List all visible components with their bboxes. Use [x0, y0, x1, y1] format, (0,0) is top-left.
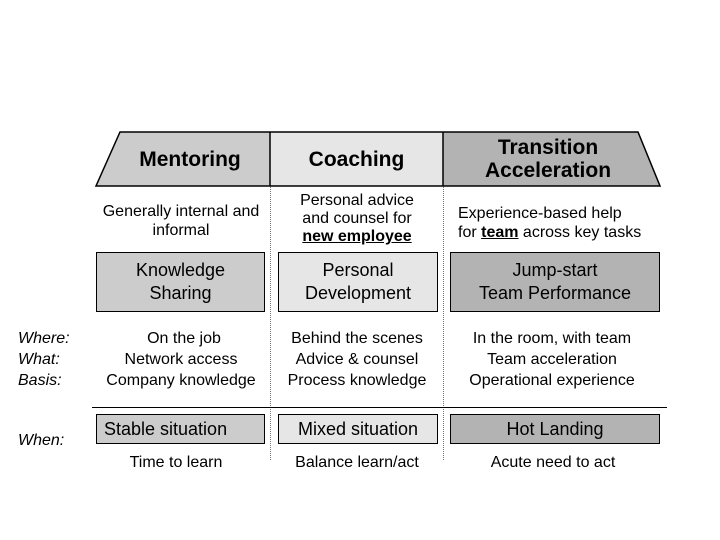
- header-transition-line1: Transition: [497, 136, 599, 159]
- coaching-description-line2: and counsel for: [302, 210, 412, 227]
- header-outline: [94, 131, 662, 187]
- mentoring-where: On the job: [147, 330, 221, 347]
- column-divider: [270, 187, 271, 460]
- coaching-what: Advice & counsel: [295, 351, 419, 368]
- transition-situation-box: Hot Landing: [450, 414, 660, 444]
- label-what: What:: [18, 351, 60, 368]
- coaching-situation-box: Mixed situation: [278, 414, 438, 444]
- section-divider-line: [92, 407, 667, 408]
- header-coaching: Coaching: [308, 147, 405, 171]
- header-mentoring: Mentoring: [139, 147, 241, 171]
- coaching-basis: Process knowledge: [287, 372, 427, 389]
- coaching-where: Behind the scenes: [291, 330, 423, 347]
- coaching-need: Balance learn/act: [295, 454, 419, 471]
- transition-description-line1: Experience-based help: [458, 205, 622, 222]
- mentoring-need: Time to learn: [129, 454, 223, 471]
- transition-need: Acute need to act: [490, 454, 616, 471]
- transition-basis: Operational experience: [469, 372, 635, 389]
- label-basis: Basis:: [18, 372, 62, 389]
- coaching-description: Personal advice and counsel for new empl…: [272, 192, 442, 246]
- label-where: Where:: [18, 330, 70, 347]
- mentoring-description: Generally internal and informal: [102, 203, 260, 239]
- mentoring-situation-box: Stable situation: [96, 414, 265, 444]
- coaching-description-line1: Personal advice: [300, 192, 414, 209]
- label-when: When:: [18, 432, 65, 449]
- header-mentoring-shape: [96, 132, 270, 186]
- mentoring-basis: Company knowledge: [106, 372, 256, 389]
- transition-description: Experience-based help for team across ke…: [446, 204, 688, 242]
- transition-what: Team acceleration: [487, 351, 617, 368]
- header-transition-shape: [443, 132, 660, 186]
- header-transition: Transition Acceleration: [443, 132, 653, 186]
- coaching-description-emphasis: new employee: [302, 228, 412, 245]
- mentoring-what: Network access: [124, 351, 238, 368]
- column-divider: [443, 187, 444, 460]
- header-coaching-shape: [270, 132, 443, 186]
- transition-description-emphasis: team: [481, 224, 519, 241]
- header-transition-line2: Acceleration: [484, 159, 612, 182]
- transition-where: In the room, with team: [472, 330, 632, 347]
